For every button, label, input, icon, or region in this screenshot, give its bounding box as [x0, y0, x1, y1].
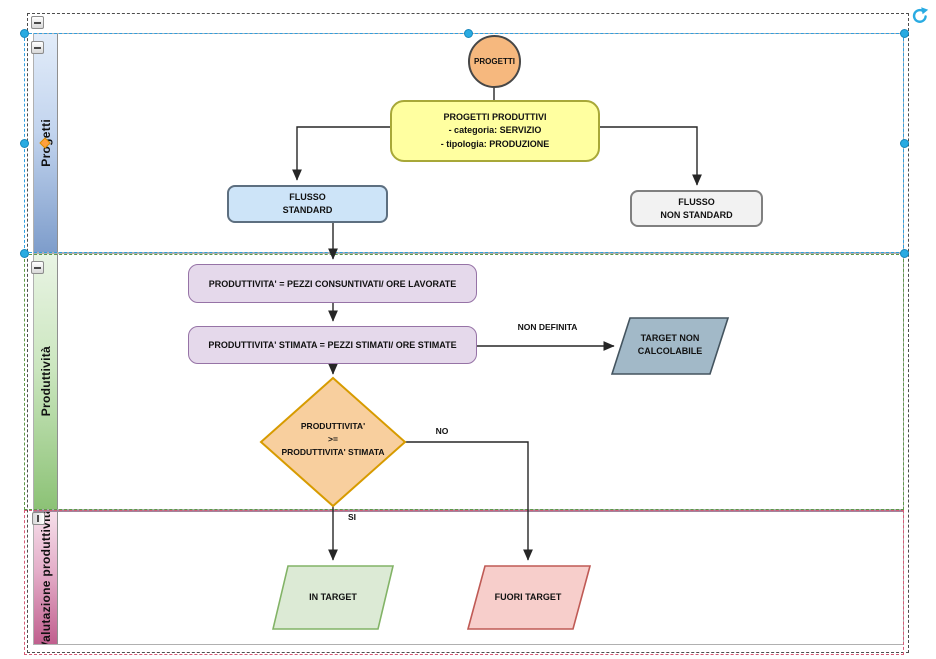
lane1-collapse-button[interactable] — [31, 41, 44, 54]
produttivita-stimata-formula-label: PRODUTTIVITA' STIMATA = PEZZI STIMATI/ O… — [208, 340, 457, 350]
progetti-produttivi-node[interactable]: PROGETTI PRODUTTIVI - categoria: SERVIZI… — [390, 100, 600, 162]
selection-handle-middle-left[interactable] — [20, 139, 29, 148]
selection-handle-top-left[interactable] — [20, 29, 29, 38]
selection-handle-top-middle[interactable] — [464, 29, 473, 38]
lane-progetti-header[interactable]: Progetti — [34, 34, 58, 252]
rotate-icon[interactable] — [910, 6, 930, 26]
start-node-progetti[interactable]: PROGETTI — [468, 35, 521, 88]
in-target-shape[interactable] — [271, 565, 395, 630]
decision-diamond[interactable] — [259, 376, 407, 508]
lane3-collapse-button[interactable] — [32, 512, 45, 525]
flusso-standard-node[interactable]: FLUSSO STANDARD — [227, 185, 388, 223]
fuori-target-shape[interactable] — [466, 565, 592, 630]
minus-icon — [34, 266, 41, 269]
edge-label-no[interactable]: NO — [435, 426, 449, 436]
produttivita-stimata-formula-node[interactable]: PRODUTTIVITA' STIMATA = PEZZI STIMATI/ O… — [188, 326, 477, 364]
produttivita-formula-node[interactable]: PRODUTTIVITA' = PEZZI CONSUNTIVATI/ ORE … — [188, 264, 477, 303]
selection-handle-bottom-left[interactable] — [20, 249, 29, 258]
edge-to-flusso-standard[interactable] — [292, 126, 390, 181]
edge-no-to-fuori-target[interactable] — [405, 441, 533, 561]
lane-valutazione-header[interactable]: Valutazione produttività — [34, 512, 58, 644]
edge-to-flusso-non-standard[interactable] — [600, 126, 702, 186]
edge-label-non-definita[interactable]: NON DEFINITA — [517, 322, 578, 332]
minus-icon — [34, 46, 41, 49]
lane-valutazione[interactable]: Valutazione produttività — [33, 510, 904, 645]
selection-handle-top-right[interactable] — [900, 29, 909, 38]
progetti-produttivi-label: PROGETTI PRODUTTIVI - categoria: SERVIZI… — [440, 112, 550, 149]
decision-label: PRODUTTIVITA' >= PRODUTTIVITA' STIMATA — [281, 421, 385, 457]
selection-handle-middle-right[interactable] — [900, 139, 909, 148]
minus-icon — [34, 21, 41, 24]
flusso-non-standard-label: FLUSSO NON STANDARD — [660, 196, 733, 220]
flusso-standard-label: FLUSSO STANDARD — [282, 192, 333, 215]
pool-collapse-button[interactable] — [31, 16, 44, 29]
selection-handle-bottom-right[interactable] — [900, 249, 909, 258]
produttivita-formula-label: PRODUTTIVITA' = PEZZI CONSUNTIVATI/ ORE … — [208, 278, 457, 289]
fuori-target-label: FUORI TARGET — [494, 592, 562, 602]
edge-label-si[interactable]: SI — [347, 512, 357, 522]
minus-icon — [37, 515, 40, 522]
in-target-label: IN TARGET — [309, 592, 357, 602]
target-non-calcolabile-label: TARGET NON CALCOLABILE — [637, 333, 703, 356]
target-non-calcolabile-shape[interactable] — [610, 317, 730, 375]
lane-produttivita-header[interactable]: Produttività — [34, 254, 58, 509]
lane2-collapse-button[interactable] — [31, 261, 44, 274]
start-node-label: PROGETTI — [474, 57, 515, 66]
flusso-non-standard-node[interactable]: FLUSSO NON STANDARD — [630, 190, 763, 227]
